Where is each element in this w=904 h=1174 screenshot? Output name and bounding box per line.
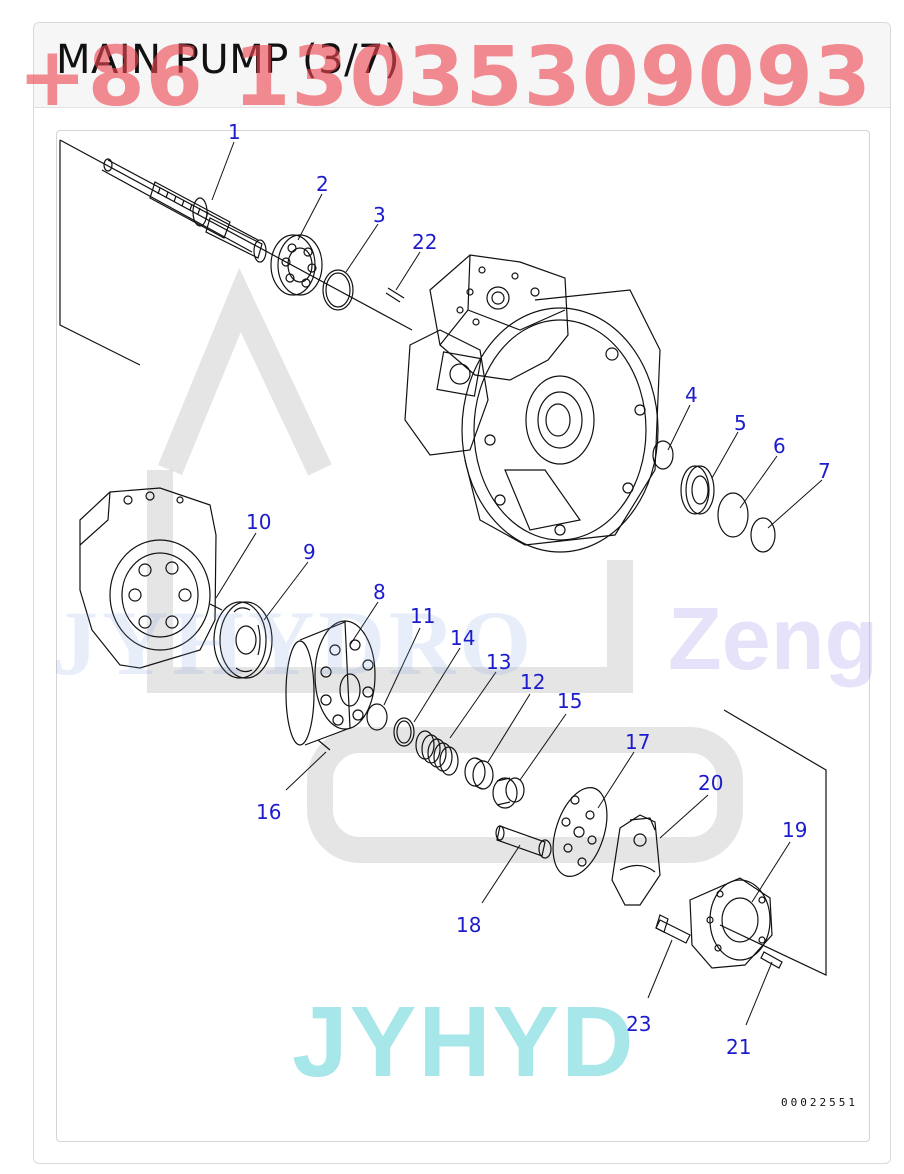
- pump-housing: [404, 254, 661, 553]
- retaining-ring-part: [652, 440, 674, 470]
- end-cover-part: [689, 877, 773, 969]
- card-header: MAIN PUMP (3/7): [34, 23, 890, 108]
- callout-17: 17: [625, 730, 651, 754]
- swash-shoe-part: [611, 814, 661, 906]
- pin-part: [385, 287, 405, 303]
- washer-part: [393, 717, 415, 747]
- drawing-number: 00022551: [781, 1096, 858, 1109]
- callout-23: 23: [626, 1012, 652, 1036]
- callout-18: 18: [456, 913, 482, 937]
- seal-part: [680, 465, 715, 515]
- bearing-part: [270, 234, 323, 296]
- callout-19: 19: [782, 818, 808, 842]
- phone-watermark: +86 13035309093: [18, 30, 872, 125]
- callout-3: 3: [373, 203, 386, 227]
- bolt-part: [655, 914, 691, 944]
- callout-10: 10: [246, 510, 272, 534]
- cylinder-block-part: [285, 620, 376, 751]
- callout-14: 14: [450, 626, 476, 650]
- callout-7: 7: [818, 459, 831, 483]
- pin-part-10: [209, 603, 223, 611]
- callout-16: 16: [256, 800, 282, 824]
- callout-1: 1: [228, 120, 241, 144]
- frame-line-top-left: [59, 140, 141, 366]
- shaft-part: [101, 158, 267, 263]
- page-title: MAIN PUMP (3/7): [56, 37, 401, 83]
- ball-guide-part: [492, 777, 525, 809]
- valve-plate-part: [213, 601, 273, 679]
- brand-watermark-faint: JYHYDRO: [52, 592, 535, 694]
- spring-part: [415, 730, 459, 776]
- name-watermark-faint: Zeng: [668, 589, 879, 688]
- callout-21: 21: [726, 1035, 752, 1059]
- o-ring-part: [717, 492, 749, 538]
- callout-9: 9: [303, 540, 316, 564]
- callout-20: 20: [698, 771, 724, 795]
- callout-22: 22: [412, 230, 438, 254]
- brand-watermark: JYHYD: [292, 986, 636, 1098]
- spring-ring-part: [366, 703, 388, 731]
- callout-12: 12: [520, 670, 546, 694]
- callout-15: 15: [557, 689, 583, 713]
- frame-line-bottom-right: [719, 709, 827, 976]
- callout-2: 2: [316, 172, 329, 196]
- callout-4: 4: [685, 383, 698, 407]
- snap-ring-part: [322, 269, 354, 311]
- background-logo: [147, 267, 743, 863]
- piston-part: [495, 825, 552, 859]
- callout-5: 5: [734, 411, 747, 435]
- callout-8: 8: [373, 580, 386, 604]
- dowel-pin-part: [760, 951, 783, 969]
- leader-lines: [211, 141, 823, 1026]
- valve-block-part: [79, 487, 217, 669]
- collar-part: [464, 757, 494, 790]
- retainer-plate-part: [552, 787, 608, 877]
- snap-ring-outer-part: [750, 517, 776, 553]
- callout-6: 6: [773, 434, 786, 458]
- callout-13: 13: [486, 650, 512, 674]
- diagram-frame: [56, 130, 870, 1142]
- callout-11: 11: [410, 604, 436, 628]
